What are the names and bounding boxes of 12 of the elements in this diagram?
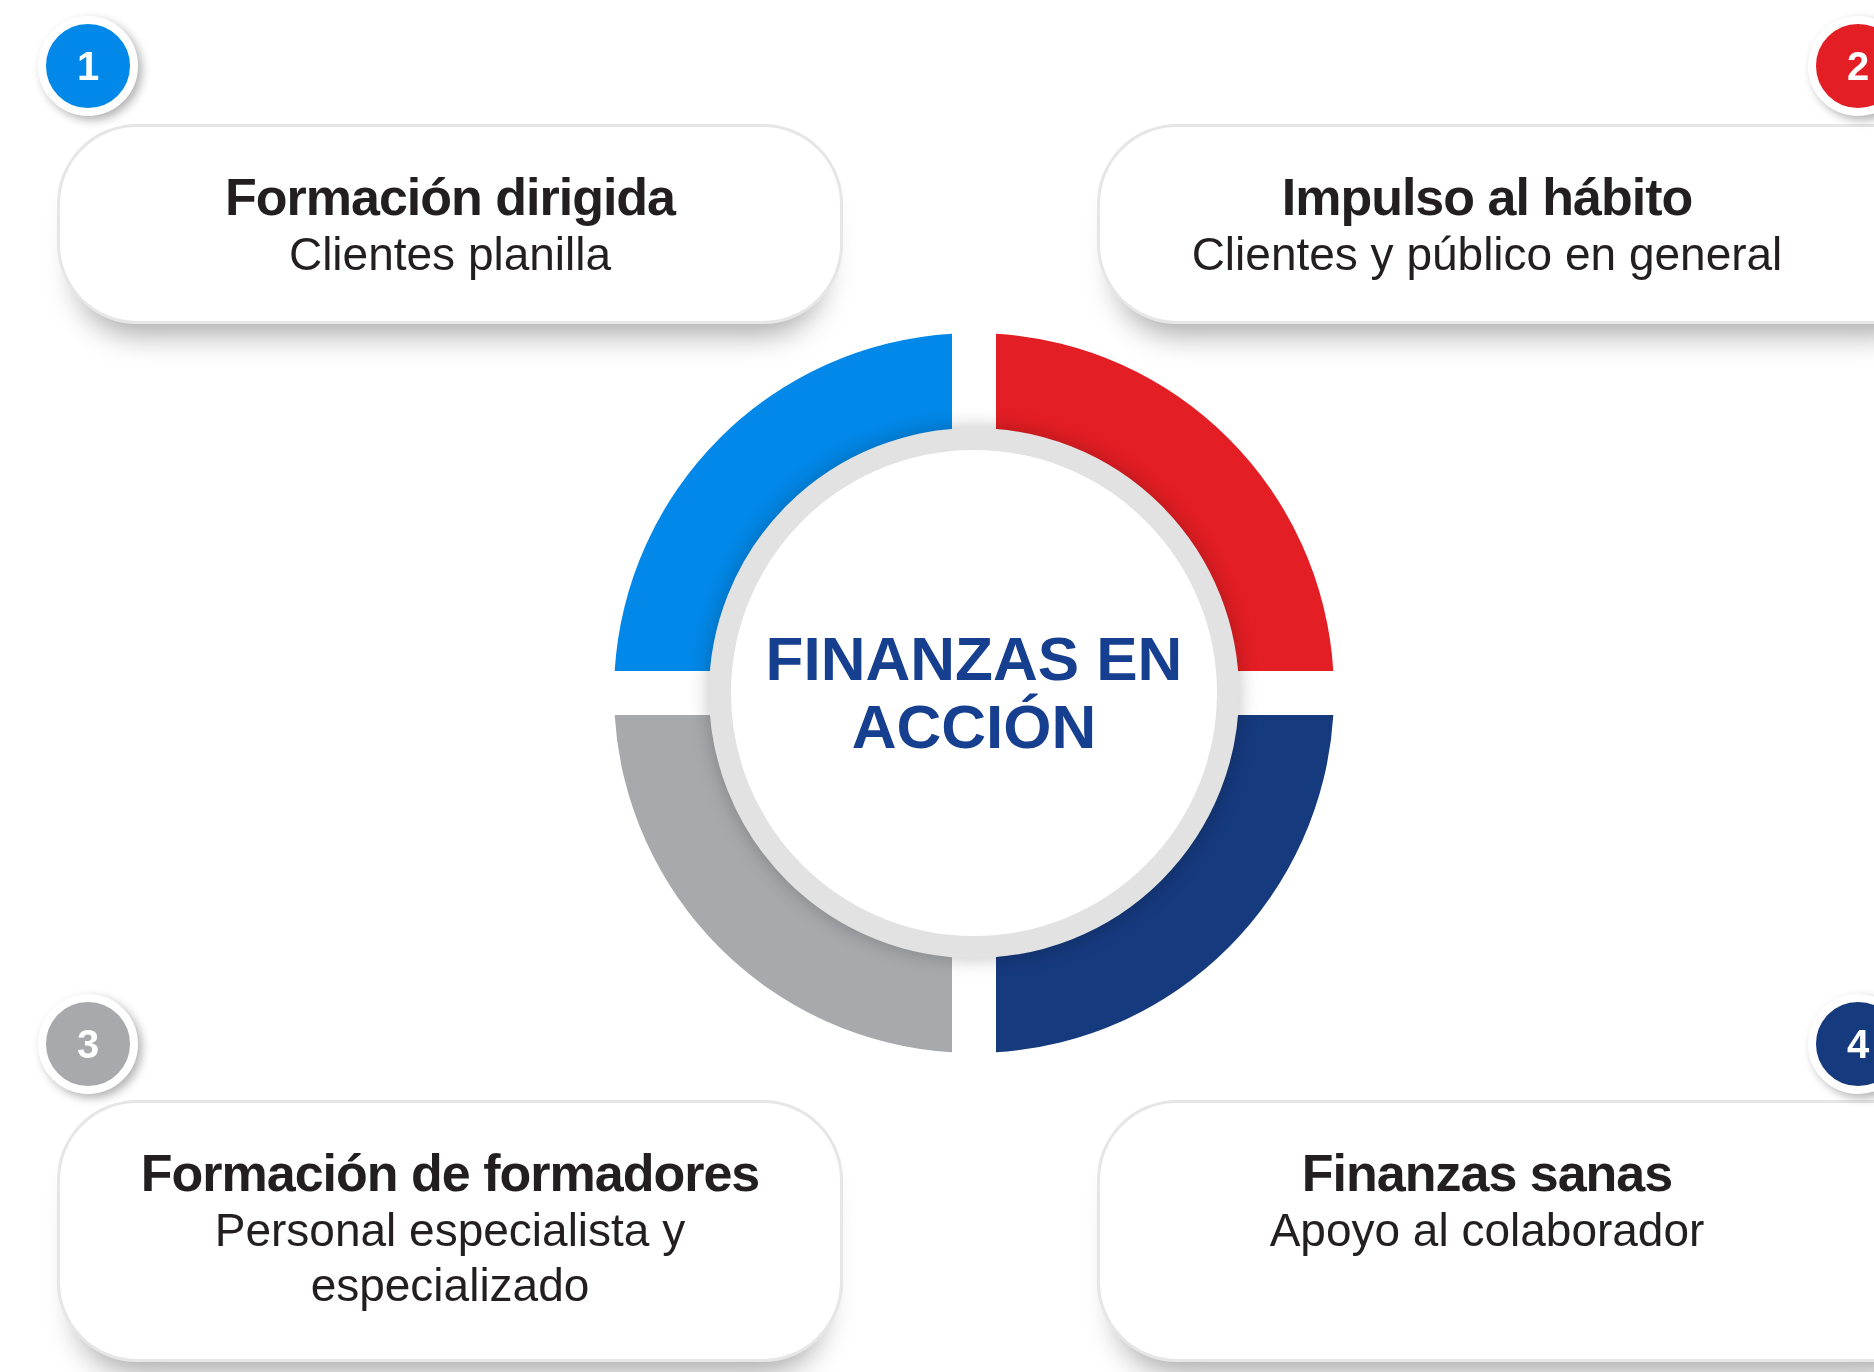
info-card [57, 1100, 843, 1362]
card-heading: Impulso al hábito [1281, 167, 1693, 227]
card-heading: Formación de formadores [140, 1143, 760, 1203]
center-title: FINANZAS EN ACCIÓN [764, 624, 1184, 762]
card-heading: Formación dirigida [224, 167, 676, 227]
info-card [1097, 1100, 1874, 1362]
card-subtitle: Apoyo al colaborador [1269, 1203, 1705, 1258]
card-subtitle: Personal especialista y especializado [213, 1203, 687, 1314]
card-subtitle: Clientes y público en general [1191, 227, 1783, 282]
card-subtitle: Clientes planilla [288, 227, 612, 282]
info-card [1097, 124, 1874, 324]
card-heading: Finanzas sanas [1301, 1143, 1673, 1203]
